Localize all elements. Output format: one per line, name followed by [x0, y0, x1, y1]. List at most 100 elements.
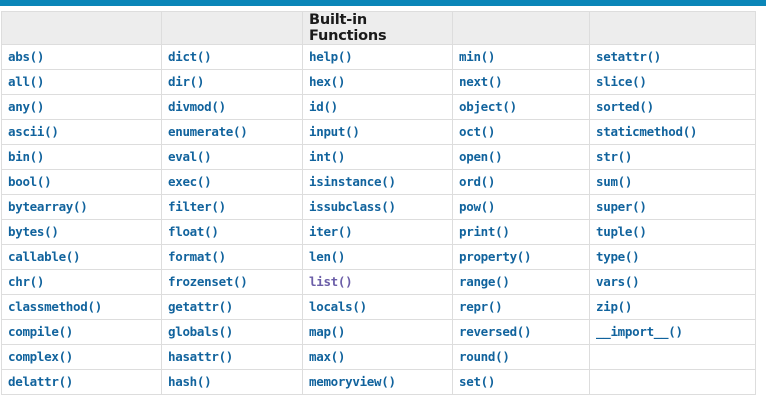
- function-link[interactable]: all(): [8, 74, 45, 89]
- function-link[interactable]: type(): [596, 249, 640, 264]
- function-cell: any(): [1, 94, 162, 120]
- function-link[interactable]: memoryview(): [309, 374, 396, 389]
- table-row: all() dir() hex() next() slice(): [1, 69, 756, 95]
- function-cell: next(): [452, 69, 590, 95]
- function-link[interactable]: bytes(): [8, 224, 59, 239]
- function-link[interactable]: enumerate(): [168, 124, 248, 139]
- function-link[interactable]: compile(): [8, 324, 74, 339]
- function-cell: range(): [452, 269, 590, 295]
- function-cell: oct(): [452, 119, 590, 145]
- function-link[interactable]: classmethod(): [8, 299, 102, 314]
- function-link[interactable]: callable(): [8, 249, 81, 264]
- function-link[interactable]: input(): [309, 124, 360, 139]
- function-link[interactable]: setattr(): [596, 49, 662, 64]
- function-cell: locals(): [302, 294, 453, 320]
- function-link[interactable]: hex(): [309, 74, 346, 89]
- function-link[interactable]: open(): [459, 149, 503, 164]
- function-cell: all(): [1, 69, 162, 95]
- function-link[interactable]: bool(): [8, 174, 52, 189]
- empty-cell: [589, 344, 756, 370]
- table-header-cell-1: [1, 11, 162, 45]
- function-link[interactable]: hasattr(): [168, 349, 234, 364]
- function-cell: compile(): [1, 319, 162, 345]
- function-link[interactable]: property(): [459, 249, 532, 264]
- table-row: abs() dict() help() min() setattr(): [1, 44, 756, 70]
- function-cell: print(): [452, 219, 590, 245]
- function-link[interactable]: next(): [459, 74, 503, 89]
- function-link[interactable]: filter(): [168, 199, 226, 214]
- function-link[interactable]: str(): [596, 149, 633, 164]
- function-link[interactable]: abs(): [8, 49, 45, 64]
- function-link[interactable]: vars(): [596, 274, 640, 289]
- table-row: bytes() float() iter() print() tuple(): [1, 219, 756, 245]
- function-cell: open(): [452, 144, 590, 170]
- function-link[interactable]: chr(): [8, 274, 45, 289]
- function-link[interactable]: format(): [168, 249, 226, 264]
- function-cell: bool(): [1, 169, 162, 195]
- function-cell: ascii(): [1, 119, 162, 145]
- function-link[interactable]: object(): [459, 99, 517, 114]
- function-link[interactable]: complex(): [8, 349, 74, 364]
- function-link[interactable]: frozenset(): [168, 274, 248, 289]
- function-link[interactable]: hash(): [168, 374, 212, 389]
- function-cell: max(): [302, 344, 453, 370]
- function-link[interactable]: tuple(): [596, 224, 647, 239]
- function-link[interactable]: ord(): [459, 174, 496, 189]
- function-cell: int(): [302, 144, 453, 170]
- function-cell: delattr(): [1, 369, 162, 395]
- function-link[interactable]: int(): [309, 149, 346, 164]
- function-link[interactable]: dict(): [168, 49, 212, 64]
- function-link[interactable]: bin(): [8, 149, 45, 164]
- function-link[interactable]: super(): [596, 199, 647, 214]
- function-link[interactable]: exec(): [168, 174, 212, 189]
- function-link[interactable]: sum(): [596, 174, 633, 189]
- function-link[interactable]: zip(): [596, 299, 633, 314]
- function-link[interactable]: pow(): [459, 199, 496, 214]
- function-link[interactable]: repr(): [459, 299, 503, 314]
- function-cell: iter(): [302, 219, 453, 245]
- function-cell: isinstance(): [302, 169, 453, 195]
- function-link[interactable]: locals(): [309, 299, 367, 314]
- function-link[interactable]: getattr(): [168, 299, 234, 314]
- function-link[interactable]: delattr(): [8, 374, 74, 389]
- function-link[interactable]: list(): [309, 274, 353, 289]
- function-link[interactable]: print(): [459, 224, 510, 239]
- function-link[interactable]: float(): [168, 224, 219, 239]
- function-link[interactable]: issubclass(): [309, 199, 396, 214]
- function-cell: classmethod(): [1, 294, 162, 320]
- function-cell: slice(): [589, 69, 756, 95]
- function-link[interactable]: slice(): [596, 74, 647, 89]
- function-link[interactable]: eval(): [168, 149, 212, 164]
- function-cell: sorted(): [589, 94, 756, 120]
- function-link[interactable]: set(): [459, 374, 496, 389]
- function-cell: zip(): [589, 294, 756, 320]
- function-link[interactable]: iter(): [309, 224, 353, 239]
- table-row: ascii() enumerate() input() oct() staticmeth…: [1, 119, 756, 145]
- function-link[interactable]: map(): [309, 324, 346, 339]
- function-link[interactable]: isinstance(): [309, 174, 396, 189]
- function-link[interactable]: ascii(): [8, 124, 59, 139]
- function-link[interactable]: bytearray(): [8, 199, 88, 214]
- function-link[interactable]: __import__(): [596, 324, 683, 339]
- function-link[interactable]: range(): [459, 274, 510, 289]
- function-link[interactable]: round(): [459, 349, 510, 364]
- function-link[interactable]: any(): [8, 99, 45, 114]
- function-link[interactable]: min(): [459, 49, 496, 64]
- function-link[interactable]: len(): [309, 249, 346, 264]
- function-cell: getattr(): [161, 294, 303, 320]
- function-link[interactable]: globals(): [168, 324, 234, 339]
- function-link[interactable]: dir(): [168, 74, 205, 89]
- function-link[interactable]: divmod(): [168, 99, 226, 114]
- function-cell: divmod(): [161, 94, 303, 120]
- function-link[interactable]: max(): [309, 349, 346, 364]
- function-cell: round(): [452, 344, 590, 370]
- function-link[interactable]: id(): [309, 99, 338, 114]
- function-link[interactable]: staticmethod(): [596, 124, 698, 139]
- table-header-row: Built-in Functions: [1, 11, 756, 45]
- table-row: complex() hasattr() max() round(): [1, 344, 756, 370]
- function-cell: issubclass(): [302, 194, 453, 220]
- function-link[interactable]: oct(): [459, 124, 496, 139]
- function-link[interactable]: help(): [309, 49, 353, 64]
- function-link[interactable]: sorted(): [596, 99, 654, 114]
- function-link[interactable]: reversed(): [459, 324, 532, 339]
